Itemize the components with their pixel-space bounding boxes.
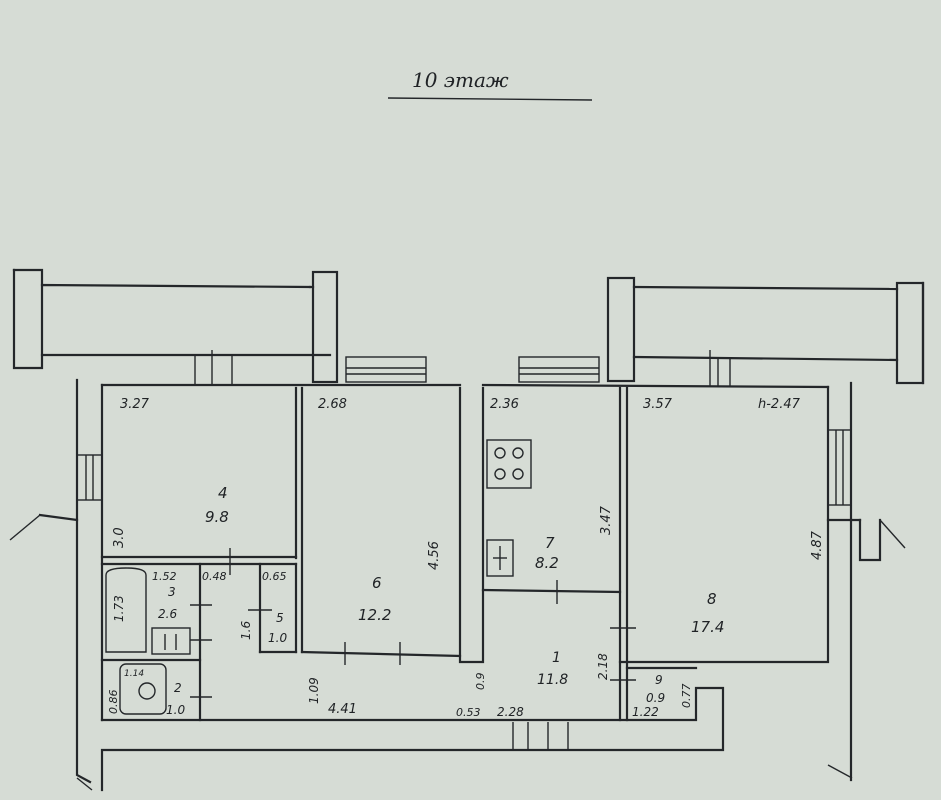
bathtub-icon <box>105 567 147 653</box>
svg-text:12.2: 12.2 <box>358 606 391 624</box>
dim-4-56: 4.56 <box>427 541 442 570</box>
dim-3-27: 3.27 <box>120 397 150 412</box>
toilet-icon <box>119 663 167 715</box>
svg-text:6: 6 <box>372 574 382 592</box>
bathroom-sink-icon <box>151 627 191 655</box>
dim-1-22: 1.22 <box>632 705 659 719</box>
room-6-label: 6 12.2 <box>358 574 391 624</box>
svg-text:1.0: 1.0 <box>268 631 287 645</box>
kitchen-sink-icon <box>486 539 514 577</box>
balcony-door-left <box>194 350 233 385</box>
dim-2-36: 2.36 <box>490 397 519 412</box>
window-right-side <box>827 429 852 506</box>
dim-2-68: 2.68 <box>318 397 347 412</box>
dim-1-14: 1.14 <box>124 669 144 679</box>
dim-3-0: 3.0 <box>112 527 127 548</box>
floor-title: 10 этаж <box>412 68 509 92</box>
svg-text:1.0: 1.0 <box>166 703 185 717</box>
dim-0-65: 0.65 <box>262 570 287 583</box>
dim-1-6: 1.6 <box>239 621 253 640</box>
svg-text:1: 1 <box>552 650 561 666</box>
dim-0-86: 0.86 <box>107 690 120 715</box>
svg-text:0.9: 0.9 <box>646 691 665 705</box>
room-5-label: 5 1.0 <box>268 611 287 645</box>
dim-4-41: 4.41 <box>328 702 357 717</box>
dim-0-53: 0.53 <box>456 706 481 719</box>
room-4-label: 4 9.8 <box>205 484 229 526</box>
svg-text:8.2: 8.2 <box>535 554 559 572</box>
ceiling-height: h-2.47 <box>758 397 801 412</box>
svg-text:4: 4 <box>218 484 228 502</box>
svg-text:9: 9 <box>655 673 663 687</box>
balcony-right <box>606 276 925 385</box>
svg-text:2.6: 2.6 <box>158 607 177 621</box>
svg-text:3: 3 <box>168 585 176 599</box>
room-9-label: 9 0.9 <box>646 673 665 705</box>
room-1-label: 1 11.8 <box>537 650 568 688</box>
room-8-label: 8 17.4 <box>691 590 724 636</box>
svg-text:11.8: 11.8 <box>537 672 568 688</box>
balcony-door-right <box>709 350 731 387</box>
dim-0-77: 0.77 <box>680 684 693 709</box>
interior-walls <box>100 386 698 722</box>
svg-text:9.8: 9.8 <box>205 508 229 526</box>
dim-3-57: 3.57 <box>643 397 673 412</box>
dim-1-73: 1.73 <box>112 595 126 622</box>
room-3-label: 3 2.6 <box>158 585 177 621</box>
title-underline <box>387 97 593 101</box>
dim-2-18: 2.18 <box>596 653 610 680</box>
room-7-label: 7 8.2 <box>535 534 559 572</box>
svg-text:8: 8 <box>707 590 717 608</box>
door-marks <box>190 548 636 750</box>
dim-0-9: 0.9 <box>474 673 487 691</box>
dim-0-48: 0.48 <box>202 570 227 583</box>
dim-1-52: 1.52 <box>152 570 177 583</box>
svg-text:7: 7 <box>545 534 555 552</box>
dim-4-87: 4.87 <box>810 530 825 560</box>
stove-icon <box>486 439 532 489</box>
svg-text:5: 5 <box>276 611 284 625</box>
window-center-left <box>345 356 427 383</box>
window-center-right <box>518 356 600 383</box>
dim-2-28: 2.28 <box>497 705 524 719</box>
dim-1-09: 1.09 <box>307 677 321 704</box>
balcony-left <box>12 268 339 384</box>
outer-walls <box>9 378 906 792</box>
window-left-side <box>76 454 103 501</box>
svg-text:2: 2 <box>174 681 182 695</box>
dim-3-47: 3.47 <box>599 505 614 535</box>
svg-text:17.4: 17.4 <box>691 618 724 636</box>
room-2-label: 2 1.0 <box>166 681 185 717</box>
